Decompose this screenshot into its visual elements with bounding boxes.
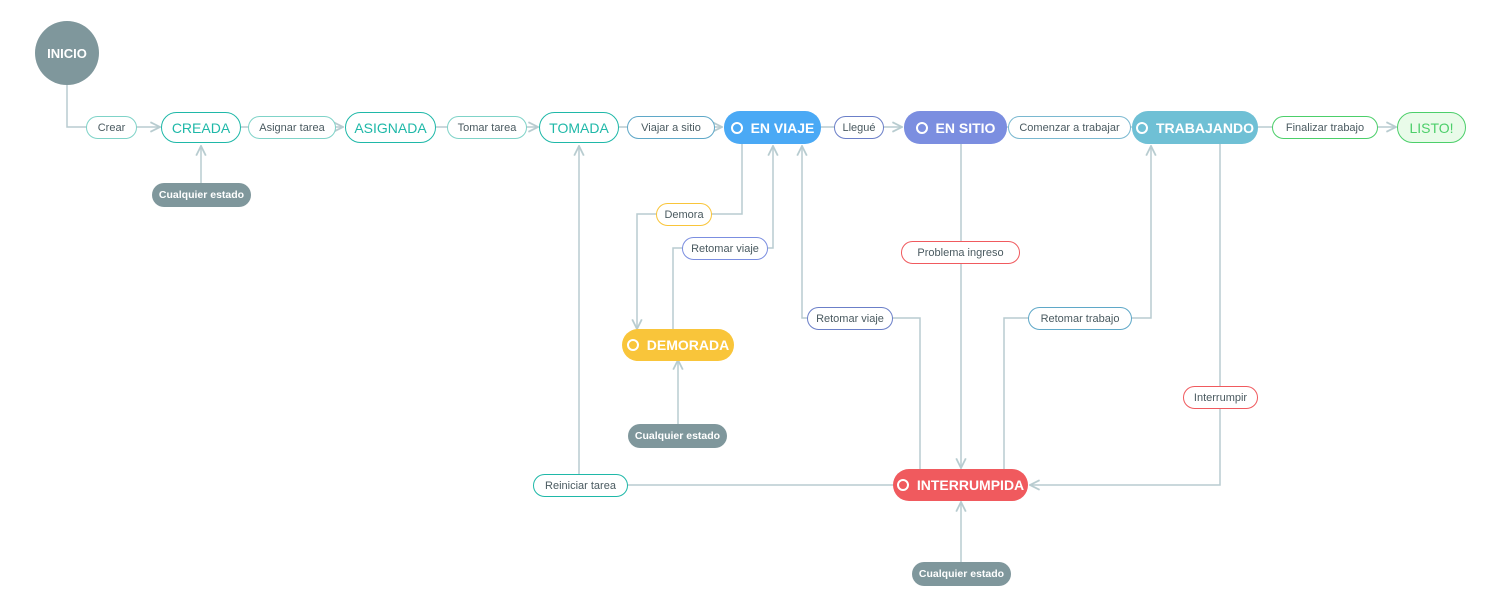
state-creada: CREADA (161, 112, 241, 143)
transition-reiniciar-tarea: Reiniciar tarea (533, 474, 628, 497)
transition-retomar-viaje-interrumpida: Retomar viaje (807, 307, 893, 330)
state-asignada: ASIGNADA (345, 112, 436, 143)
state-demorada: DEMORADA (622, 329, 734, 361)
state-marker-icon (896, 479, 909, 491)
state-demorada-label: DEMORADA (646, 337, 730, 353)
state-en-viaje: EN VIAJE (724, 111, 821, 144)
transition-demora: Demora (656, 203, 712, 226)
transition-llegue: Llegué (834, 116, 884, 139)
state-marker-icon (626, 339, 639, 351)
transition-finalizar-trabajo: Finalizar trabajo (1272, 116, 1378, 139)
state-interrumpida-label: INTERRUMPIDA (916, 477, 1025, 493)
state-marker-icon (730, 121, 743, 134)
transition-interrumpir: Interrumpir (1183, 386, 1258, 409)
state-interrumpida: INTERRUMPIDA (893, 469, 1028, 501)
state-marker-icon (915, 121, 928, 134)
transition-crear: Crear (86, 116, 137, 139)
state-en-sitio-label: EN SITIO (935, 119, 996, 136)
transition-asignar-tarea: Asignar tarea (248, 116, 336, 139)
edge-trabajando-interrumpida (1030, 144, 1221, 485)
state-listo: LISTO! (1397, 112, 1466, 143)
start-node: INICIO (35, 21, 99, 85)
transition-problema-ingreso: Problema ingreso (901, 241, 1020, 264)
transition-retomar-trabajo: Retomar trabajo (1028, 307, 1132, 330)
any-state-demorada: Cualquier estado (628, 424, 727, 448)
any-state-interrumpida: Cualquier estado (912, 562, 1011, 586)
state-trabajando: TRABAJANDO (1132, 111, 1258, 144)
state-marker-icon (1136, 121, 1148, 134)
state-trabajando-label: TRABAJANDO (1156, 119, 1254, 136)
state-tomada: TOMADA (539, 112, 619, 143)
transition-tomar-tarea: Tomar tarea (447, 116, 527, 139)
transition-comenzar-a-trabajar: Comenzar a trabajar (1008, 116, 1131, 139)
state-en-viaje-label: EN VIAJE (750, 119, 815, 136)
state-en-sitio: EN SITIO (904, 111, 1007, 144)
transition-retomar-viaje-demorada: Retomar viaje (682, 237, 768, 260)
transition-viajar-a-sitio: Viajar a sitio (627, 116, 715, 139)
any-state-creada: Cualquier estado (152, 183, 251, 207)
